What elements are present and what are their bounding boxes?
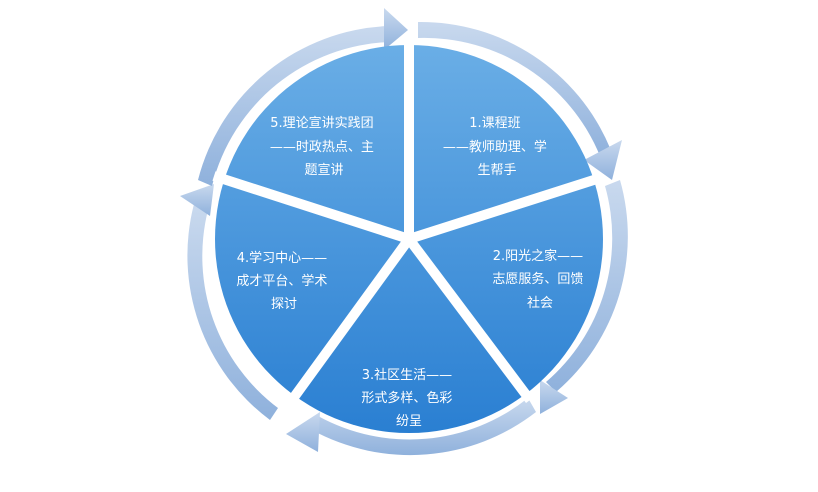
segment-1-line-2: ——教师助理、学 [443,139,547,155]
segment-1-label: 1.课程班 ——教师助理、学 生帮手 [443,116,551,178]
segment-3-line-1: 3.社区生活—— [362,367,452,383]
cycle-arrow-1 [418,21,622,180]
cycle-arrow-4 [180,184,278,420]
segment-1-line-1: 1.课程班 [469,116,520,131]
separator-3 [405,235,534,404]
segment-1-line-3: 生帮手 [477,163,516,178]
segment-5-line-1: 5.理论宣讲实践团 [270,115,373,131]
segment-3-label: 3.社区生活—— 形式多样、色彩 纷呈 [361,367,456,429]
segment-2-label: 2.阳光之家—— 志愿服务、回馈 社会 [492,248,587,311]
segment-5-label: 5.理论宣讲实践团 ——时政热点、主 题宣讲 [270,115,378,178]
segment-2-line-2: 志愿服务、回馈 [492,271,583,287]
segment-5-line-2: ——时政热点、主 [270,140,374,155]
cycle-arrow-3 [286,398,536,456]
segment-4-line-1: 4.学习中心—— [237,250,327,266]
cycle-segments [212,40,603,433]
cycle-arrow-5 [198,8,408,186]
segment-3-line-3: 纷呈 [396,414,422,429]
segment-4-line-2: 成才平台、学术 [236,273,327,289]
separator-2 [407,173,602,244]
separator-5 [212,171,411,244]
segment-3-line-2: 形式多样、色彩 [361,390,452,406]
separator-4 [287,236,414,403]
segment-4-label: 4.学习中心—— 成才平台、学术 探讨 [236,250,331,312]
segment-labels: 1.课程班 ——教师助理、学 生帮手 2.阳光之家—— 志愿服务、回馈 社会 3… [236,115,587,429]
segment-2-line-3: 社会 [527,295,553,311]
cycle-arrow-2 [540,180,628,414]
segment-2-line-1: 2.阳光之家—— [493,248,583,264]
cycle-arrows [180,8,628,456]
segment-5-line-3: 题宣讲 [304,162,343,178]
segment-4-line-3: 探讨 [271,297,297,312]
